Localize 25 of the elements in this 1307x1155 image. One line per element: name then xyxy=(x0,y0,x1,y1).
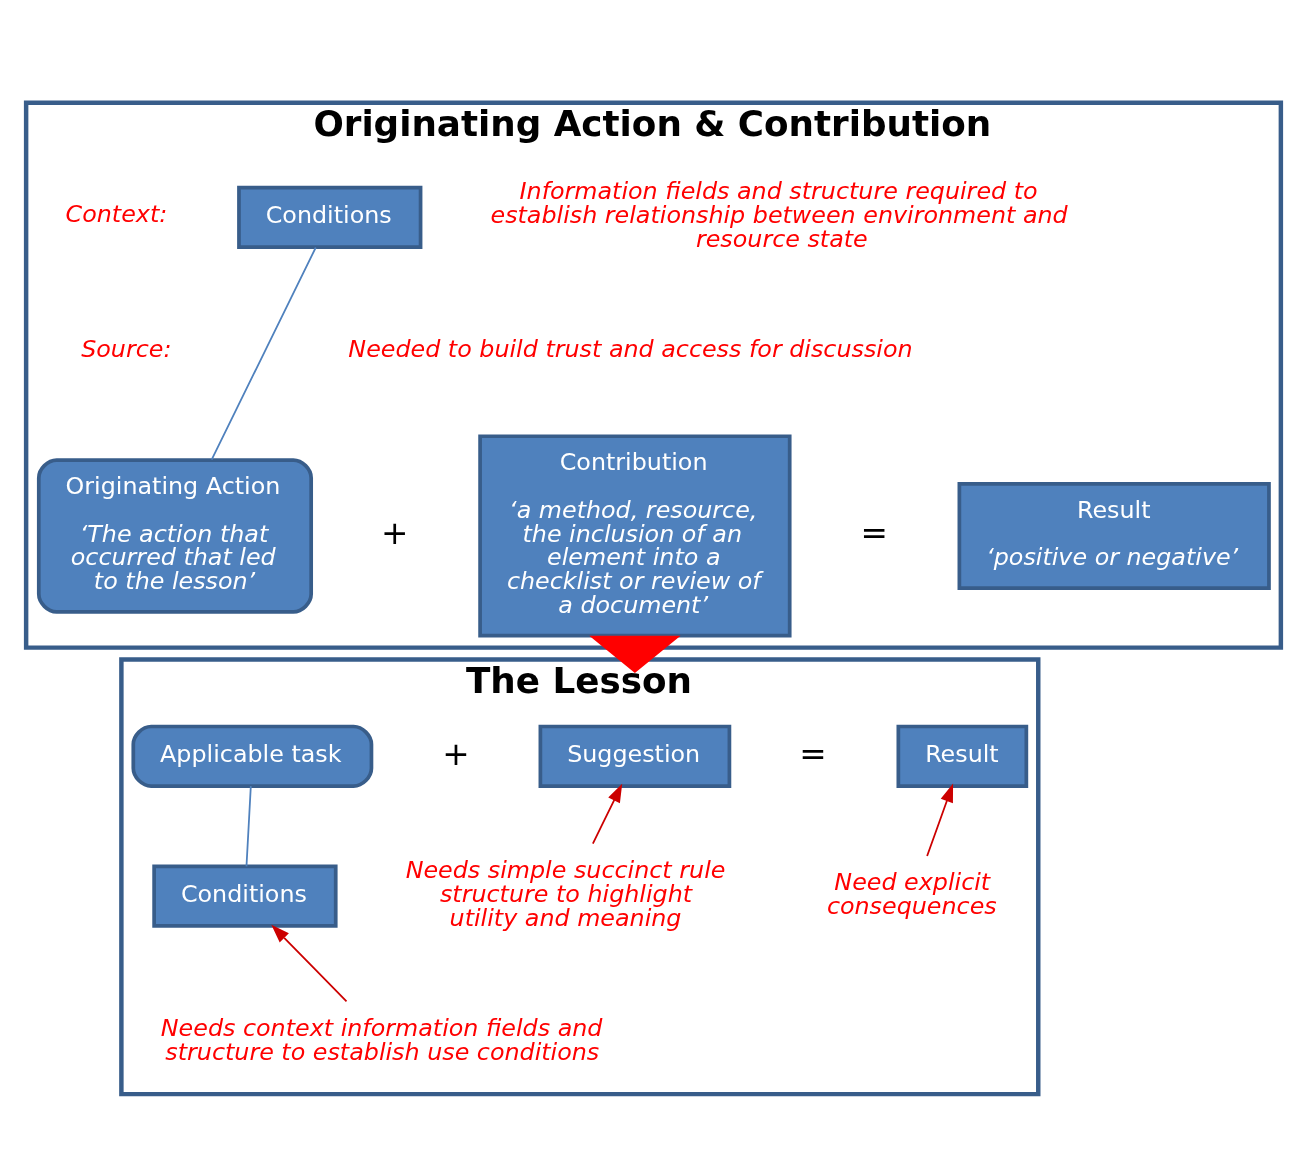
label: Information fields and structure required to establish relationship between environment and resource state xyxy=(490,176,1068,253)
arrow xyxy=(271,924,348,1002)
label: Context: xyxy=(65,199,168,228)
arrow xyxy=(589,635,681,673)
label: Source: xyxy=(81,334,172,363)
node-box: Suggestion xyxy=(538,724,732,788)
connector xyxy=(245,784,252,867)
node-box: Result xyxy=(896,724,1029,788)
node-text: Needs simple succinct rule structure to highlight utility and meaning xyxy=(405,855,726,932)
node-box: Contribution ‘a method, resource, the inclusion of an element into a checklist or review of a document’ xyxy=(478,433,792,638)
label: = xyxy=(860,513,888,552)
connector xyxy=(210,246,317,461)
label: = xyxy=(799,734,827,773)
arrow xyxy=(926,783,954,857)
node-box: Result ‘positive or negative’ xyxy=(957,481,1271,590)
label: + xyxy=(442,734,470,773)
arrow xyxy=(592,783,623,845)
node-box: Conditions xyxy=(237,185,423,249)
label: + xyxy=(381,513,409,552)
label: Needed to build trust and access for discussion xyxy=(348,334,913,363)
node-box: Conditions xyxy=(152,864,338,928)
node-text: Needs context information fields and structure to establish use conditions xyxy=(160,1013,603,1066)
node-box: Originating Action ‘The action that occurred that led to the lesson’ xyxy=(36,457,314,614)
node-box: Applicable task xyxy=(131,724,374,788)
node-text: Need explicit consequences xyxy=(826,867,997,920)
